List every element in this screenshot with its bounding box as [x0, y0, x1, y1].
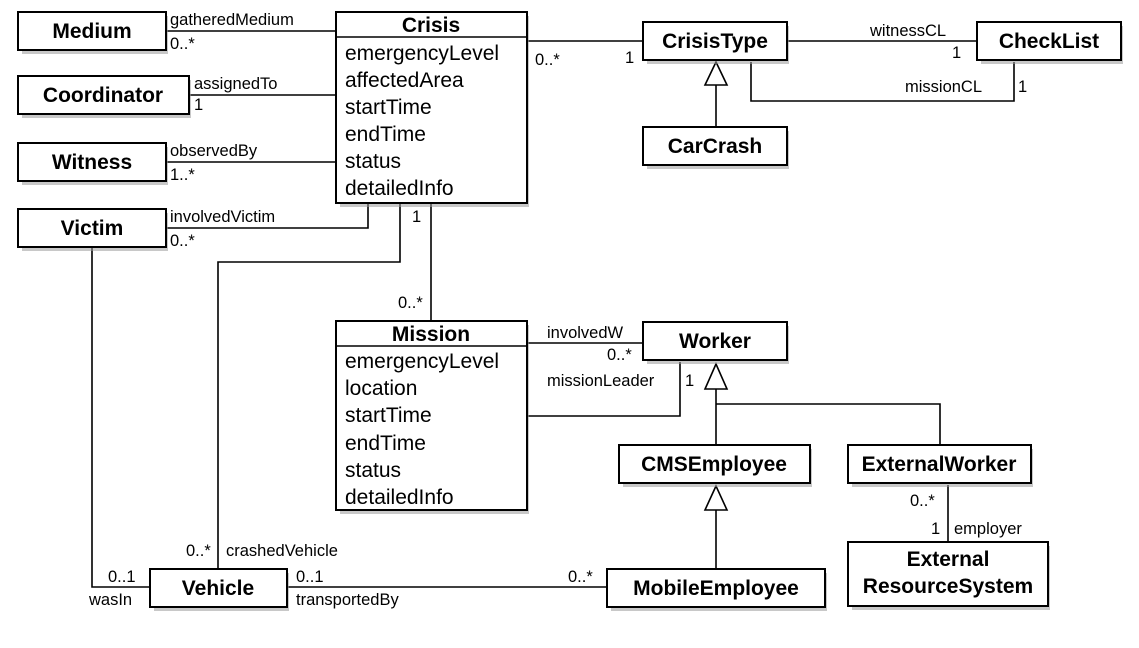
mult-mission-of-crisis: 0..* [398, 294, 423, 312]
class-external-resource-system-name-line1: External [907, 548, 990, 571]
class-victim-name: Victim [61, 217, 124, 240]
class-crisis[interactable]: Crisis emergencyLevel affectedArea start… [335, 11, 529, 207]
mult-assigned-to: 1 [194, 96, 203, 114]
class-cms-employee-name: CMSEmployee [641, 453, 787, 476]
class-external-worker[interactable]: ExternalWorker [847, 444, 1033, 487]
class-crisis-type-name: CrisisType [662, 30, 768, 53]
generalization-arrowhead-crisistype [703, 60, 729, 86]
role-involved-victim: involvedVictim [170, 208, 275, 226]
mult-transported-by-employee: 0..* [568, 568, 593, 586]
mult-witness-cl: 1 [952, 44, 961, 62]
generalization-arrowhead-cmsemployee [703, 484, 729, 511]
role-observed-by: observedBy [170, 142, 258, 160]
role-witness-cl: witnessCL [869, 22, 946, 40]
mult-crashed-vehicle: 0..* [186, 542, 211, 560]
edge-mission-leader [527, 362, 681, 417]
class-external-worker-name: ExternalWorker [862, 453, 1017, 476]
class-worker[interactable]: Worker [642, 321, 789, 364]
class-victim[interactable]: Victim [17, 208, 168, 251]
class-external-resource-system-name-line2: ResourceSystem [863, 575, 1033, 598]
class-coordinator-name: Coordinator [43, 84, 163, 107]
generalization-arrowhead-worker [703, 362, 729, 390]
mission-attribute: emergencyLevel [345, 350, 499, 373]
crisis-attribute: endTime [345, 123, 426, 146]
class-check-list-name: CheckList [999, 30, 1099, 53]
crisis-attribute: startTime [345, 96, 432, 119]
mission-attribute: startTime [345, 404, 432, 427]
crisis-attribute: emergencyLevel [345, 42, 499, 65]
edge-was-in [91, 248, 150, 588]
association-labels: gatheredMedium 0..* assignedTo 1 observe… [88, 11, 1027, 609]
crisis-attribute: detailedInfo [345, 177, 454, 200]
class-witness-name: Witness [52, 151, 132, 174]
class-medium[interactable]: Medium [17, 11, 168, 54]
class-vehicle-name: Vehicle [182, 577, 254, 600]
crisis-attribute: affectedArea [345, 69, 464, 92]
mission-attribute: endTime [345, 432, 426, 455]
class-vehicle[interactable]: Vehicle [149, 568, 289, 611]
class-car-crash[interactable]: CarCrash [642, 126, 789, 169]
class-crisis-type[interactable]: CrisisType [642, 21, 789, 64]
mult-crisis-of-mission: 1 [412, 208, 421, 226]
mult-type-of-crisis: 1 [625, 49, 634, 67]
class-mobile-employee[interactable]: MobileEmployee [606, 568, 827, 611]
role-was-in: wasIn [88, 591, 132, 609]
mult-was-in: 0..1 [108, 568, 136, 586]
class-coordinator[interactable]: Coordinator [17, 75, 191, 118]
edge-externalworker-to-worker [716, 403, 941, 445]
class-witness[interactable]: Witness [17, 142, 168, 185]
edge-mission-cl [750, 62, 1015, 102]
mult-involved-victim: 0..* [170, 232, 195, 250]
mult-gathered-medium: 0..* [170, 35, 195, 53]
mission-attribute: detailedInfo [345, 486, 454, 509]
class-mobile-employee-name: MobileEmployee [633, 577, 799, 600]
role-mission-cl: missionCL [905, 78, 982, 96]
mult-employer-worker: 0..* [910, 492, 935, 510]
mission-attribute: status [345, 459, 401, 482]
class-external-resource-system[interactable]: External ResourceSystem [847, 541, 1050, 610]
role-employer: employer [954, 520, 1022, 538]
mission-attribute: location [345, 377, 417, 400]
mult-mission-leader: 1 [685, 372, 694, 390]
class-crisis-name: Crisis [402, 14, 460, 37]
class-mission[interactable]: Mission emergencyLevel location startTim… [335, 320, 529, 514]
mult-transported-by-vehicle: 0..1 [296, 568, 324, 586]
role-transported-by: transportedBy [296, 591, 399, 609]
generalization-lines [703, 60, 941, 569]
class-medium-name: Medium [52, 20, 131, 43]
crisis-attribute: status [345, 150, 401, 173]
class-worker-name: Worker [679, 330, 751, 353]
role-involved-w: involvedW [547, 324, 624, 342]
role-assigned-to: assignedTo [194, 75, 277, 93]
class-cms-employee[interactable]: CMSEmployee [618, 444, 812, 487]
edge-crashed-vehicle [217, 204, 401, 569]
role-mission-leader: missionLeader [547, 372, 655, 390]
mult-crisis-to-type: 0..* [535, 51, 560, 69]
role-gathered-medium: gatheredMedium [170, 11, 294, 29]
mult-involved-w: 0..* [607, 346, 632, 364]
class-car-crash-name: CarCrash [668, 135, 763, 158]
mult-employer-system: 1 [931, 520, 940, 538]
class-mission-name: Mission [392, 323, 470, 346]
mult-mission-cl: 1 [1018, 78, 1027, 96]
association-lines [91, 30, 1015, 588]
edge-involved-victim [166, 204, 369, 229]
class-check-list[interactable]: CheckList [976, 21, 1123, 64]
role-crashed-vehicle: crashedVehicle [226, 542, 338, 560]
mult-observed-by: 1..* [170, 166, 195, 184]
